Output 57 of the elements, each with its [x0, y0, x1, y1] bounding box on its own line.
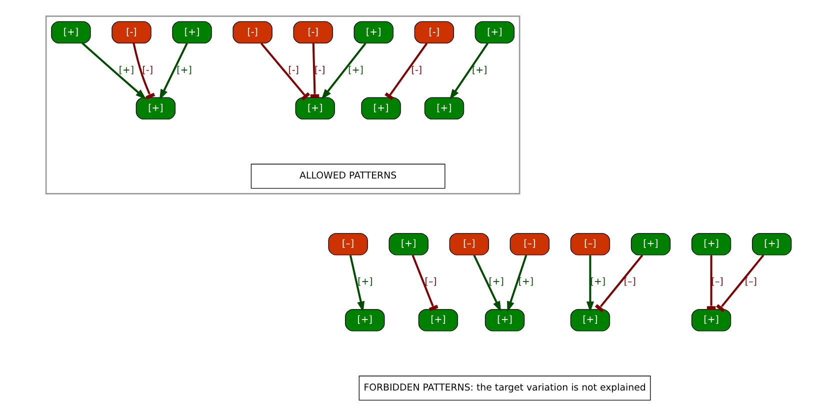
- node-box: [-]: [292, 21, 332, 44]
- node-box: [–]: [328, 233, 368, 256]
- arrow: [472, 254, 501, 312]
- arrow: [586, 255, 594, 312]
- node-box: [+]: [418, 309, 458, 332]
- edge-label: [–]: [623, 276, 636, 288]
- node-box: [+]: [172, 21, 212, 44]
- node-box: [-]: [232, 21, 272, 44]
- node-box: [+]: [344, 309, 384, 332]
- node-box: [–]: [448, 233, 488, 256]
- node-box: [-]: [414, 21, 454, 44]
- node-box: [+]: [353, 21, 393, 44]
- node-box: [+]: [474, 21, 514, 44]
- node-box: [+]: [360, 97, 400, 120]
- edge-label: [+]: [357, 276, 372, 288]
- connector: [411, 254, 438, 312]
- node-box: [+]: [484, 309, 524, 332]
- edge-label: [+]: [348, 64, 363, 76]
- node-box: [+]: [424, 97, 464, 120]
- edge-label: [+]: [590, 276, 606, 288]
- node-box: [-]: [111, 21, 151, 44]
- cluster: [44, 16, 520, 194]
- node-box: [+]: [630, 233, 670, 256]
- node-box: [+]: [294, 97, 334, 120]
- edge-label: [+]: [488, 276, 504, 288]
- edge-label: [-]: [288, 64, 298, 76]
- edge-label: [+]: [518, 276, 534, 288]
- connector: [594, 254, 643, 312]
- arrow: [81, 42, 146, 100]
- node-box: [+]: [50, 21, 90, 44]
- arrow: [320, 42, 366, 100]
- arrow: [506, 254, 527, 312]
- arrow: [348, 255, 364, 312]
- node-box: [+]: [690, 233, 731, 256]
- node-box: [+]: [135, 97, 176, 120]
- connector: [260, 42, 310, 100]
- node-box: FORBIDDEN PATTERNS: the target variation is not explained: [358, 376, 650, 401]
- node-box: [+]: [751, 233, 792, 256]
- node-box: [+]: [570, 309, 610, 332]
- edge-label: [–]: [424, 276, 436, 288]
- node-box: ALLOWED PATTERNS: [250, 164, 445, 189]
- edge-label: [+]: [471, 64, 487, 76]
- node-box: [–]: [509, 233, 550, 256]
- edge-label: [-]: [314, 64, 325, 76]
- node-box: [+]: [690, 309, 731, 332]
- connector: [384, 42, 428, 100]
- edge-label: [-]: [410, 64, 422, 76]
- connector: [132, 42, 155, 100]
- edge-label: [–]: [744, 276, 756, 288]
- arrow: [449, 42, 488, 100]
- edge-label: [+]: [118, 64, 134, 76]
- arrow: [158, 42, 188, 100]
- edge-label: [+]: [176, 64, 192, 76]
- connector: [716, 254, 764, 312]
- node-box: [–]: [570, 233, 610, 256]
- node-box: [+]: [388, 233, 428, 256]
- edge-label: [-]: [142, 64, 152, 76]
